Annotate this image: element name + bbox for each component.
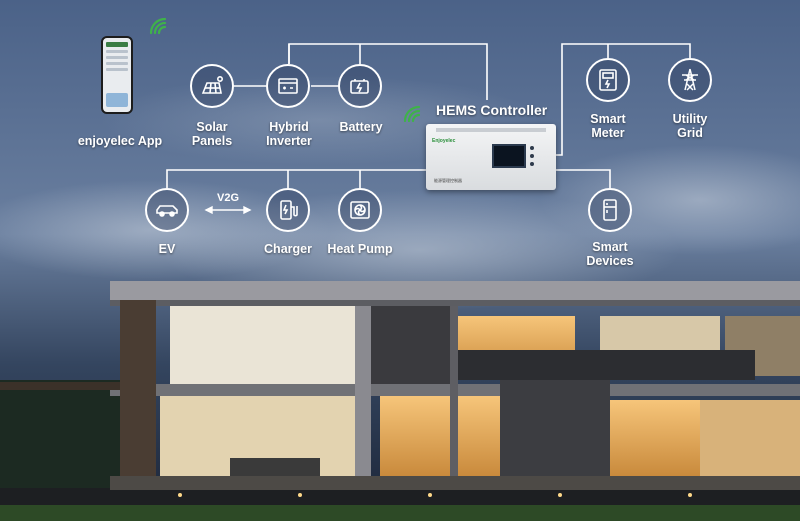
hems-controller-device: Enjoyelec 能源管理控制器 [426,124,556,190]
fan-icon [338,188,382,232]
charger-label: Charger [264,242,312,256]
v2g-label: V2G [216,192,239,204]
meter-icon [586,58,630,102]
smartphone-icon [101,36,133,114]
controller-screen [492,144,526,168]
fridge-icon [588,188,632,232]
controller-fine-print: 能源管理控制器 [434,178,462,183]
heat-pump-label: Heat Pump [327,242,393,256]
app-label: enjoyelec App [77,134,163,148]
solar-panel-icon [190,64,234,108]
wifi-icon [402,104,422,124]
wifi-icon [148,16,168,36]
car-icon [145,188,189,232]
battery-label: Battery [339,120,383,134]
power-tower-icon [668,58,712,102]
controller-brand: Enjoyelec [432,138,456,144]
ev-charger-icon [266,188,310,232]
inverter-icon [266,64,310,108]
ev-label: EV [158,242,176,256]
hems-controller-label: HEMS Controller [436,102,548,118]
battery-icon [338,64,382,108]
